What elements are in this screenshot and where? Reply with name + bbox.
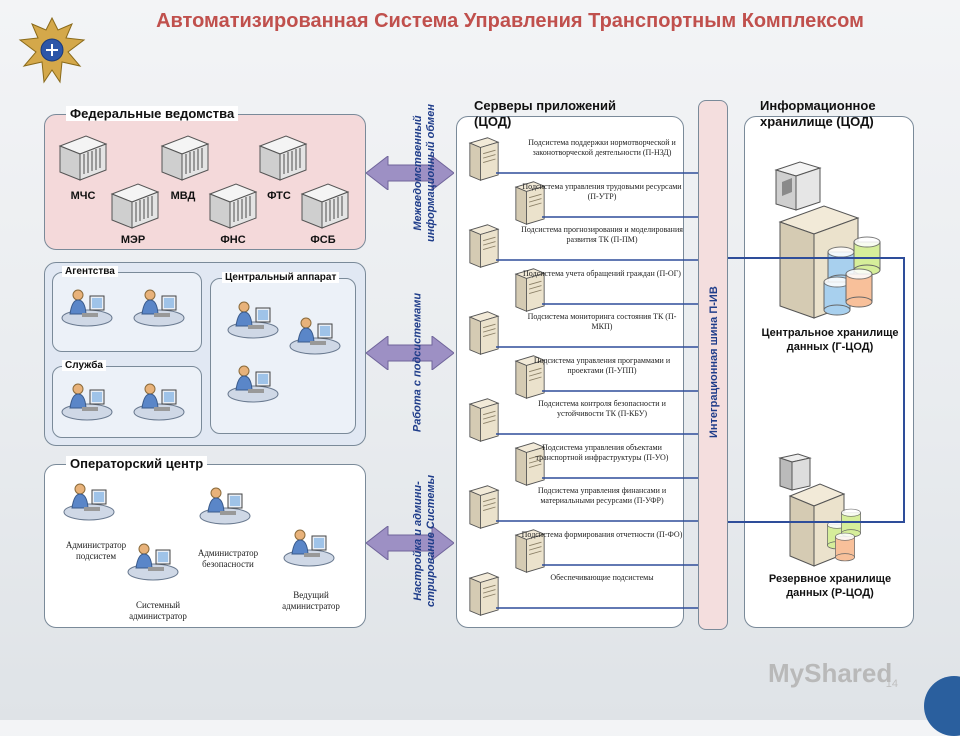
database-icon bbox=[844, 268, 874, 308]
server-link-line bbox=[542, 302, 712, 305]
server-link-line bbox=[542, 215, 712, 218]
building-icon bbox=[256, 132, 310, 184]
subsystem-label: Подсистема управления финансами и матери… bbox=[537, 486, 667, 505]
servers-panel bbox=[456, 116, 684, 628]
subsystem-label: Подсистема управления объектами транспор… bbox=[535, 442, 669, 462]
operator-center-title: Операторский центр bbox=[66, 456, 208, 471]
subsystem-label: Подсистема формирования отчетности (П-ФО… bbox=[521, 529, 683, 539]
double-arrow-icon bbox=[366, 526, 454, 560]
central-apparatus-label: Центральный аппарат bbox=[222, 272, 340, 283]
org-label: МЭР bbox=[120, 234, 146, 246]
subsystem-label: Подсистема управления трудовыми ресурсам… bbox=[522, 181, 682, 201]
building-icon bbox=[108, 180, 162, 232]
corner-decoration bbox=[924, 676, 960, 736]
server-link-line bbox=[496, 433, 712, 435]
operator-icon bbox=[62, 480, 116, 522]
server-link-line bbox=[496, 172, 712, 174]
rack-server-icon bbox=[778, 453, 812, 491]
building-icon bbox=[158, 132, 212, 184]
subsystem-label: Подсистема контроля безопасности и устой… bbox=[538, 399, 666, 418]
role-label: Ведущий администратор bbox=[282, 590, 340, 611]
subsystem-label: Подсистема поддержки нормотворческой и з… bbox=[528, 138, 676, 157]
double-arrow-icon bbox=[366, 336, 454, 370]
federal-panel bbox=[44, 114, 366, 250]
server-link-line bbox=[542, 563, 712, 566]
server-link-line bbox=[496, 259, 712, 261]
role-label: Администратор безопасности bbox=[197, 548, 259, 569]
federal-panel-title: Федеральные ведомства bbox=[66, 106, 239, 121]
reserve-storage-label: Резервное хранилище данных (Р-ЦОД) bbox=[768, 573, 892, 599]
watermark: MyShared bbox=[768, 658, 893, 688]
building-icon bbox=[298, 180, 352, 232]
org-label: МЧС bbox=[70, 190, 96, 202]
workstation-icon bbox=[226, 298, 280, 340]
workstation-icon bbox=[60, 286, 114, 328]
workstation-icon bbox=[60, 380, 114, 422]
subsystems-work-label: Работа с подсистемами bbox=[411, 292, 424, 433]
database-icon bbox=[834, 532, 856, 562]
storage-title: Информационное хранилище (ЦОД) bbox=[760, 98, 876, 129]
subsystem-label: Подсистема учета обращений граждан (П-ОГ… bbox=[523, 268, 681, 278]
subsystem-label: Обеспечивающие подсистемы bbox=[550, 573, 654, 582]
org-label: ФНС bbox=[220, 234, 246, 246]
agencies-label: Агентства bbox=[62, 266, 118, 277]
exchange-label: Межведомственный информационный обмен bbox=[412, 104, 437, 242]
org-label: ФТС bbox=[267, 190, 291, 202]
admin-label: Настройка и админи-стрирование Системы bbox=[412, 475, 437, 607]
role-label: Администратор подсистем bbox=[65, 540, 127, 561]
emblem-icon bbox=[18, 16, 86, 84]
integration-bus bbox=[698, 100, 728, 630]
role-label: Системный администратор bbox=[129, 600, 187, 621]
page-number: 14 bbox=[885, 678, 898, 690]
servers-title: Серверы приложений (ЦОД) bbox=[474, 98, 617, 129]
central-apparatus-box bbox=[210, 278, 356, 434]
operator-icon bbox=[126, 540, 180, 582]
org-label: ФСБ bbox=[310, 234, 336, 246]
page-title: Автоматизированная Система Управления Тр… bbox=[156, 10, 864, 32]
workstation-icon bbox=[226, 362, 280, 404]
operator-icon bbox=[282, 526, 336, 568]
service-label: Служба bbox=[62, 360, 106, 371]
server-link-line bbox=[496, 607, 712, 609]
workstation-icon bbox=[132, 286, 186, 328]
central-storage-label: Центральное хранилище данных (Г-ЦОД) bbox=[761, 327, 899, 353]
org-label: МВД bbox=[170, 190, 196, 202]
subsystem-label: Подсистема мониторинга состояния ТК (П-М… bbox=[527, 312, 677, 331]
operator-icon bbox=[198, 484, 252, 526]
archive-server-icon bbox=[774, 161, 822, 211]
subsystem-label: Подсистема управления программами и прое… bbox=[533, 355, 671, 375]
server-link-line bbox=[542, 476, 712, 479]
workstation-icon bbox=[132, 380, 186, 422]
building-icon bbox=[56, 132, 110, 184]
building-icon bbox=[206, 180, 260, 232]
integration-bus-label: Интеграционная шина П-ИВ bbox=[708, 286, 720, 438]
double-arrow-icon bbox=[366, 156, 454, 190]
subsystem-label: Подсистема прогнозирования и моделирован… bbox=[521, 225, 683, 244]
server-link-line bbox=[496, 346, 712, 348]
server-link-line bbox=[496, 520, 712, 522]
workstation-icon bbox=[288, 314, 342, 356]
server-link-line bbox=[542, 389, 712, 392]
